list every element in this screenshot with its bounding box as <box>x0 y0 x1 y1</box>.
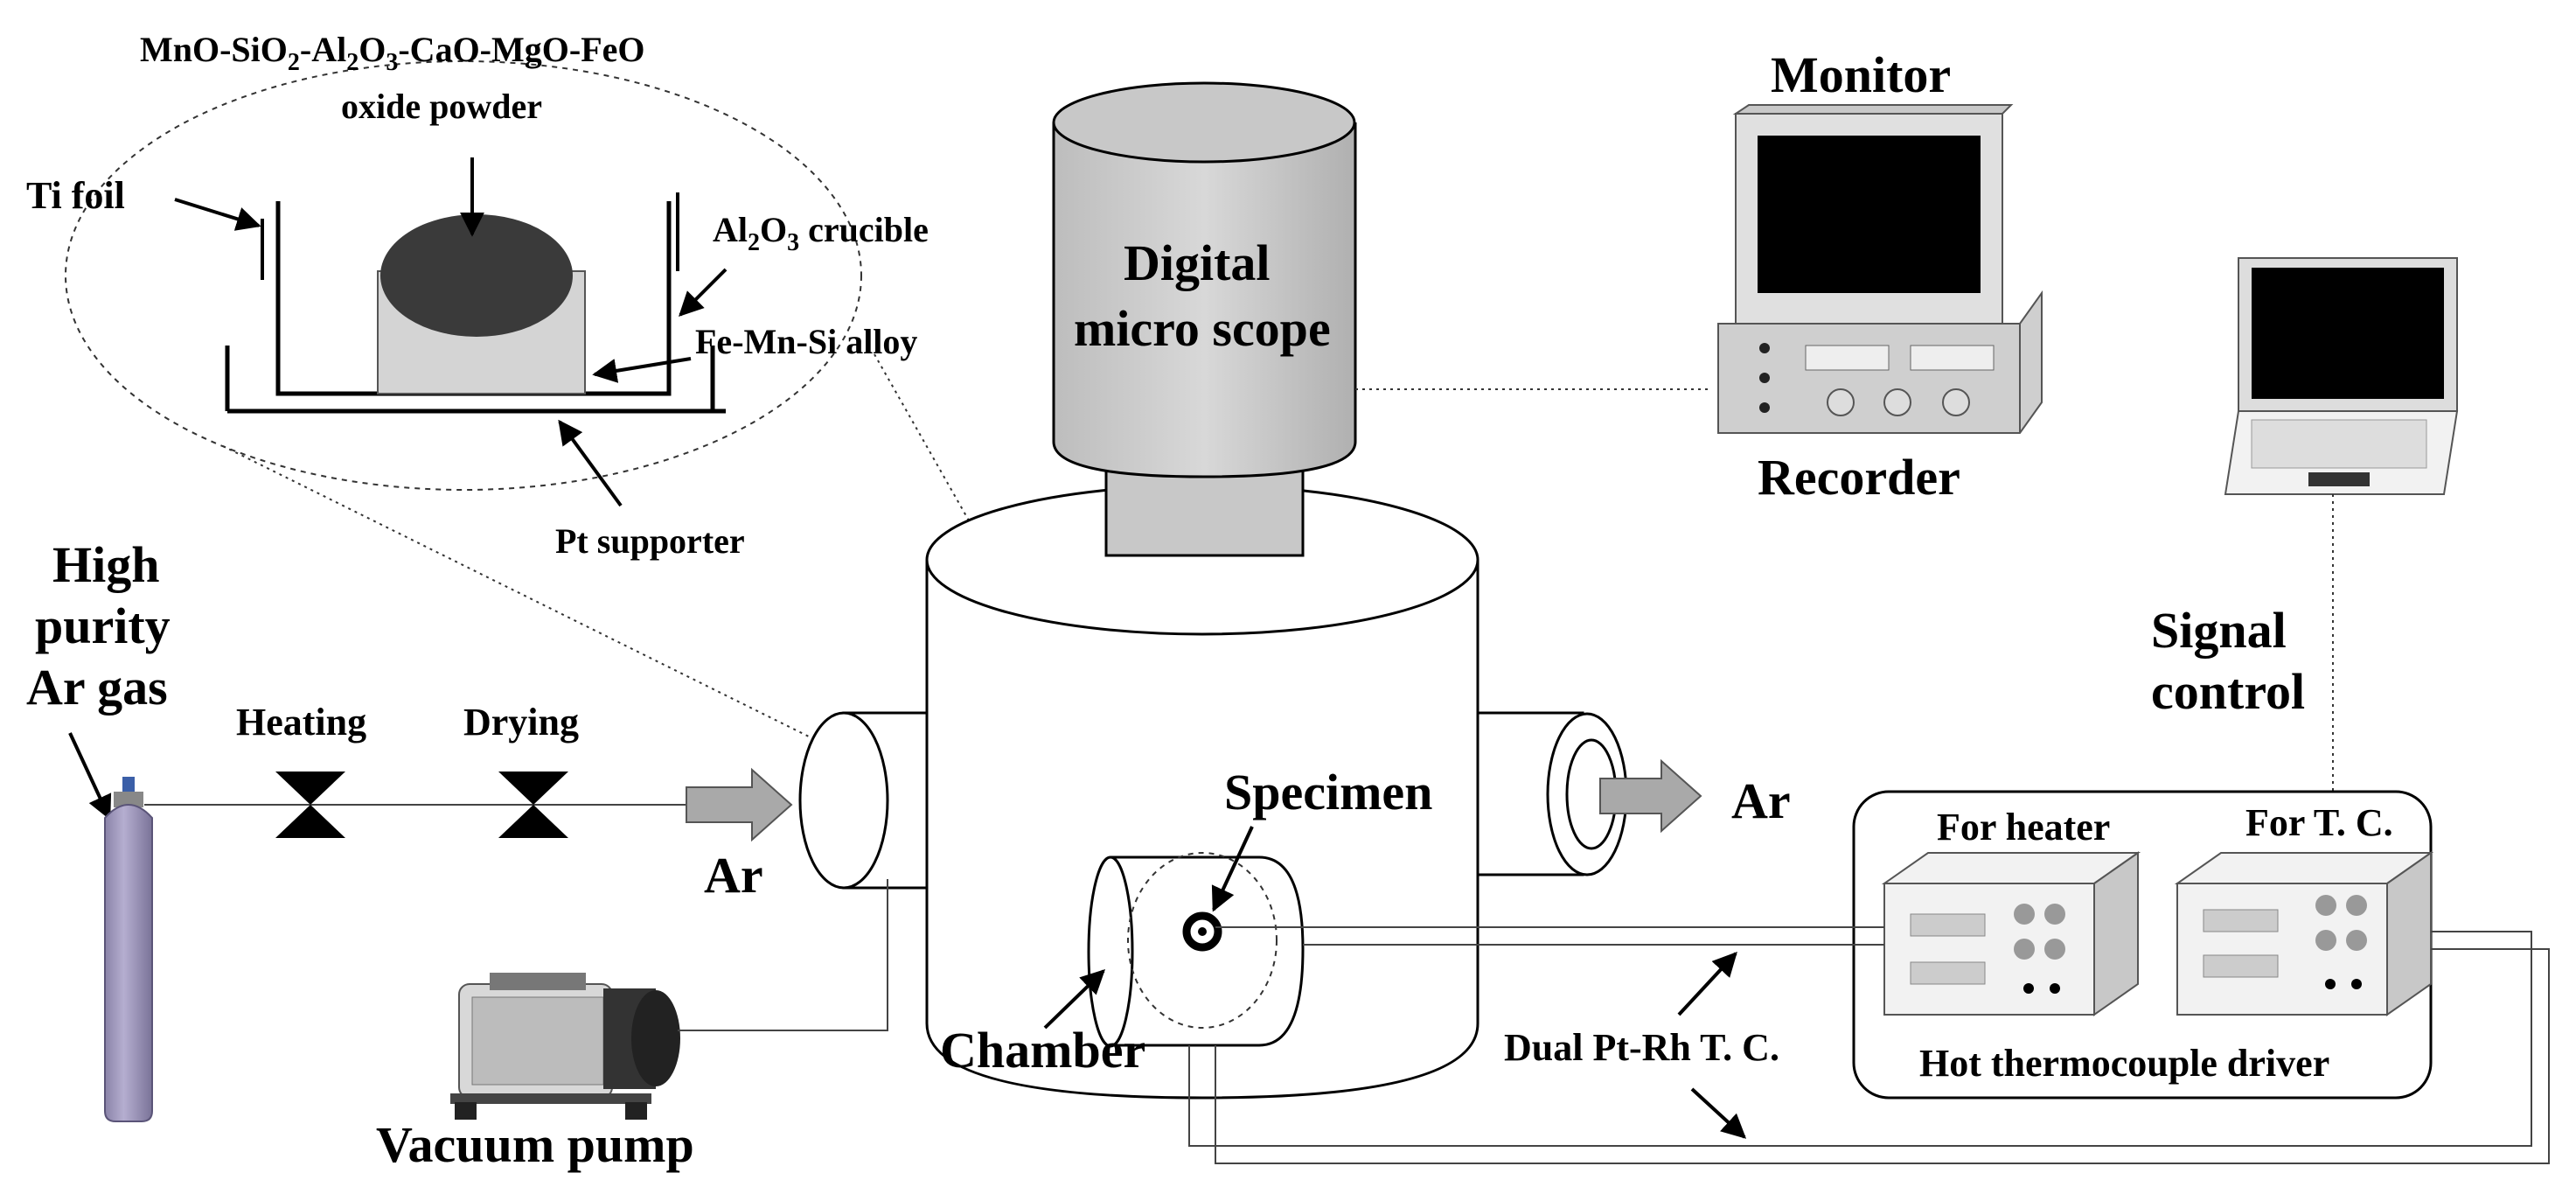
for-heater-label: For heater <box>1937 806 2110 848</box>
gas-label-line3: Ar gas <box>26 659 168 716</box>
digital-microscope: Digital micro scope <box>1052 81 1357 557</box>
signal-label-line2: control <box>2151 663 2305 720</box>
gas-label-line1: High <box>52 536 160 593</box>
microscope-label-line1: Digital <box>1124 234 1271 291</box>
driver-title: Hot thermocouple driver <box>1919 1042 2329 1085</box>
gas-label-line2: purity <box>35 597 171 654</box>
monitor-label: Monitor <box>1771 46 1951 103</box>
thermocouple-wires <box>1188 926 2550 1164</box>
monitor-recorder <box>1717 104 2043 434</box>
drying-valve: Drying <box>463 701 579 838</box>
inset-detail: MnO-SiO2-Al2O3-CaO-MgO-FeO oxide powder … <box>26 30 929 561</box>
tc-unit <box>2174 851 2434 1016</box>
pump-line <box>678 879 888 1031</box>
microscope-label-line2: micro scope <box>1074 300 1331 357</box>
heater-unit <box>1881 851 2141 1016</box>
recorder-label: Recorder <box>1758 449 1960 506</box>
specimen-tube <box>1087 852 1305 1048</box>
gas-cylinder: High purity Ar gas <box>26 536 171 1122</box>
vacuum-pump-label: Vacuum pump <box>376 1116 694 1173</box>
oxide-powder <box>380 214 573 337</box>
for-tc-label: For T. C. <box>2245 801 2393 844</box>
ar-out-label: Ar <box>1731 772 1791 829</box>
ti-foil-label: Ti foil <box>26 174 125 217</box>
ar-out-arrow <box>1599 758 1702 834</box>
drying-label: Drying <box>463 701 579 744</box>
thermocouple-label: Dual Pt-Rh T. C. <box>1504 1026 1779 1069</box>
monitor-screen <box>1758 136 1981 293</box>
ar-in-arrow <box>686 767 793 842</box>
inset-ellipse <box>65 60 862 491</box>
heating-label: Heating <box>236 701 366 744</box>
crucible-label: Al2O3 crucible <box>713 210 929 256</box>
laptop-screen <box>2252 268 2444 399</box>
alloy-label: Fe-Mn-Si alloy <box>695 322 917 361</box>
vacuum-pump <box>450 973 680 1120</box>
ar-in-label: Ar <box>704 847 763 904</box>
chamber-label: Chamber <box>940 1022 1145 1079</box>
furnace-body <box>798 484 1628 1100</box>
powder-label-line1: MnO-SiO2-Al2O3-CaO-MgO-FeO <box>140 30 645 76</box>
powder-label-line2: oxide powder <box>341 87 542 126</box>
signal-label-line1: Signal <box>2151 602 2287 659</box>
heating-valve: Heating <box>236 701 366 838</box>
laptop <box>2224 257 2459 495</box>
pt-supporter-label: Pt supporter <box>555 521 745 561</box>
specimen-label: Specimen <box>1224 764 1432 820</box>
